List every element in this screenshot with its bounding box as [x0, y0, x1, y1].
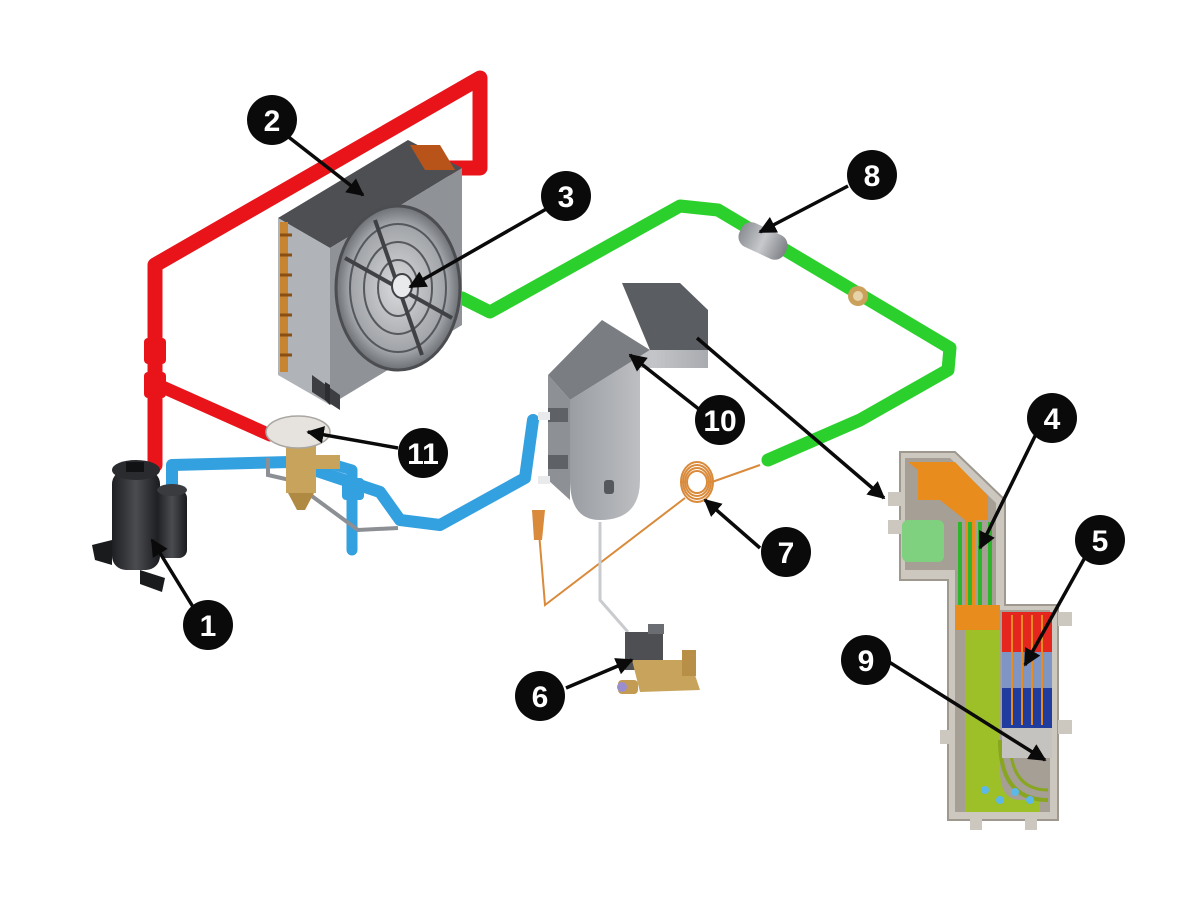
callout-7-label: 7: [778, 537, 795, 570]
heat-exchanger-cutaway: [888, 451, 1072, 830]
filter-drier: [738, 222, 868, 306]
capillary-tube: [532, 461, 761, 633]
liquid-line: [455, 199, 957, 467]
callout-9: 9: [841, 635, 891, 685]
callout-6: 6: [515, 671, 565, 721]
callout-3-label: 3: [558, 181, 575, 214]
heat-exchanger-block: [538, 283, 708, 520]
condenser-coil: [280, 222, 292, 372]
callout-4-label: 4: [1044, 403, 1061, 436]
callout-8: 8: [847, 150, 897, 200]
callout-5-label: 5: [1092, 525, 1109, 558]
hot-gas-line: [144, 70, 488, 473]
compressor: [92, 460, 187, 592]
callout-11: 11: [398, 428, 448, 478]
callout-3: 3: [541, 171, 591, 221]
callout-arrows: [150, 133, 1090, 762]
solenoid-drain-valve: [617, 624, 700, 694]
callout-4: 4: [1027, 393, 1077, 443]
callout-11-label: 11: [407, 438, 439, 471]
callout-6-label: 6: [532, 681, 549, 714]
callout-9-label: 9: [858, 645, 875, 678]
hot-gas-bypass-valve: [265, 415, 340, 510]
callout-8-label: 8: [864, 160, 881, 193]
callout-10: 10: [695, 395, 745, 445]
refrigerant-evaporator-coil: [1002, 612, 1052, 728]
callout-5: 5: [1075, 515, 1125, 565]
callout-2: 2: [247, 95, 297, 145]
callout-1: 1: [183, 600, 233, 650]
callout-7: 7: [761, 527, 811, 577]
callout-10-label: 10: [703, 405, 736, 438]
condenser-fan: [334, 204, 462, 372]
callout-2-label: 2: [264, 105, 281, 138]
air-heat-exchanger: [908, 462, 1000, 630]
callout-1-label: 1: [200, 610, 217, 643]
